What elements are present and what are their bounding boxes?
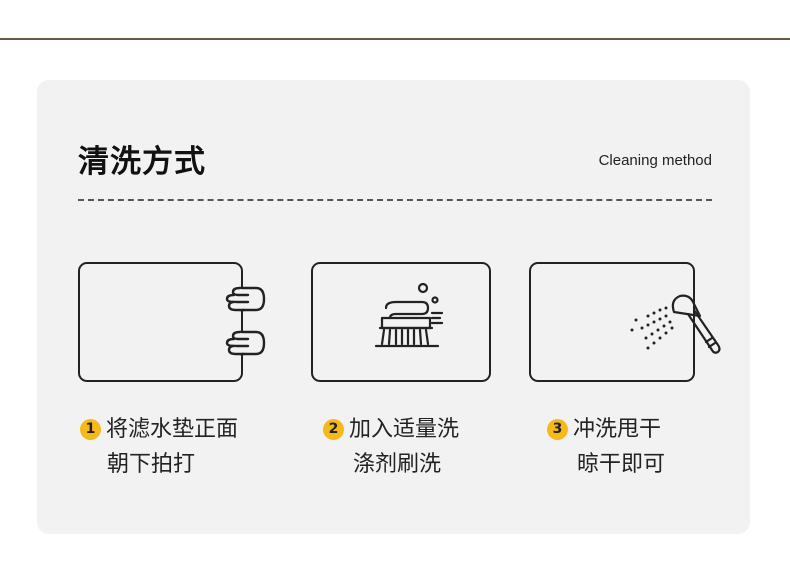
shower-head-icon — [630, 294, 721, 354]
step-1-mat-illustration — [78, 262, 243, 382]
step-2-mat-illustration — [311, 262, 491, 382]
step-number-badge: 2 — [323, 419, 344, 440]
dashed-divider — [78, 199, 712, 201]
step-number-badge: 3 — [547, 419, 568, 440]
step-2-line-2: 涤剂刷洗 — [353, 452, 442, 477]
step-number-badge: 1 — [80, 419, 101, 440]
step-3-line-1: 冲洗甩干 — [573, 417, 662, 442]
top-rule — [0, 38, 790, 40]
section-subtitle: Cleaning method — [598, 152, 712, 169]
hand-pat-icon — [225, 286, 266, 356]
step-1-line-2: 朝下拍打 — [107, 452, 196, 477]
step-1-line-1: 将滤水垫正面 — [106, 417, 239, 442]
step-3-line-2: 晾干即可 — [577, 452, 666, 477]
step-2-line-1: 加入适量洗 — [349, 417, 460, 442]
section-title: 清洗方式 — [78, 144, 206, 180]
brush-icon — [374, 282, 444, 348]
